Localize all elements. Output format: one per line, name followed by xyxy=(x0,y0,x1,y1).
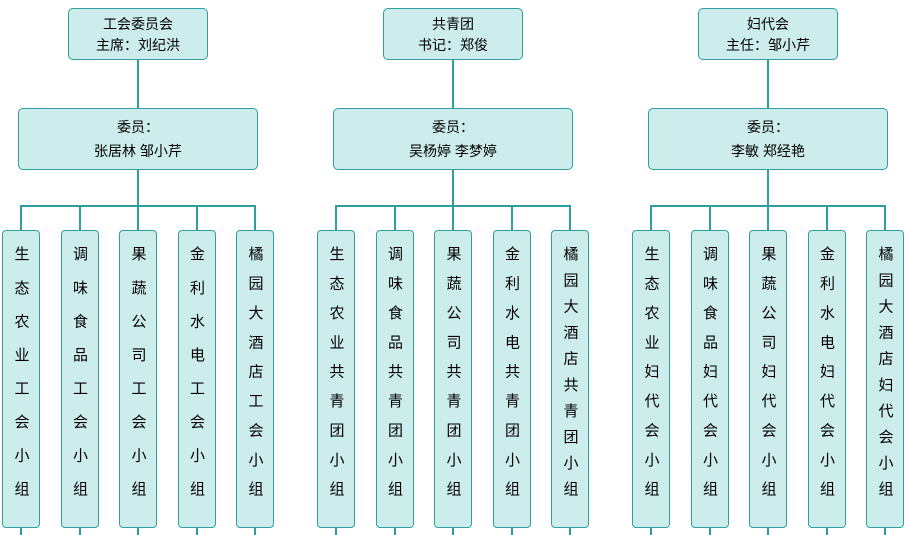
connector-stem xyxy=(452,170,454,205)
members-label: 委员： xyxy=(432,119,474,135)
youth-league-leader: 书记：郑俊 xyxy=(418,37,488,53)
union-committee-title: 工会委员会 xyxy=(103,16,173,32)
connector-stem xyxy=(137,60,139,108)
connector-stem xyxy=(767,60,769,108)
subgroup-label: 果蔬公司工会小组 xyxy=(129,246,147,504)
connector-drop xyxy=(767,205,769,230)
connector-stem xyxy=(137,170,139,205)
subgroup-label: 生态农业妇代会小组 xyxy=(642,246,660,504)
connector-stem xyxy=(767,170,769,205)
womens-subgroup-box: 生态农业妇代会小组 xyxy=(632,230,670,528)
connector-stub xyxy=(394,528,396,535)
connector-drop xyxy=(826,205,828,230)
womens-subgroup-box: 调味食品妇代会小组 xyxy=(690,230,729,528)
connector-bus xyxy=(651,205,886,207)
connector-drop xyxy=(884,205,886,230)
connector-stub xyxy=(884,528,886,535)
womens-congress-root-box: 妇代会 主任：邹小芹 xyxy=(698,8,838,60)
union-committee-leader: 主席：刘纪洪 xyxy=(96,37,180,53)
union-committee-members-box: 委员： 张居林 邹小芹 xyxy=(18,108,258,170)
members-names: 吴杨婷 李梦婷 xyxy=(409,143,497,159)
womens-subgroup-box: 金利水电妇代会小组 xyxy=(807,230,846,528)
connector-drop xyxy=(335,205,337,230)
connector-stem xyxy=(452,60,454,108)
connector-bus xyxy=(21,205,256,207)
subgroup-label: 生态农业共青团小组 xyxy=(327,246,345,504)
youth-subgroup-box: 金利水电共青团小组 xyxy=(492,230,531,528)
union-subgroup-box: 金利水电工会小组 xyxy=(177,230,216,528)
subgroup-label: 果蔬公司共青团小组 xyxy=(444,246,462,504)
connector-stub xyxy=(767,528,769,535)
connector-drop xyxy=(20,205,22,230)
subgroup-label: 金利水电妇代会小组 xyxy=(818,246,835,504)
union-subgroup-box: 果蔬公司工会小组 xyxy=(119,230,157,528)
union-subgroup-box: 橘园大酒店工会小组 xyxy=(236,230,274,528)
connector-drop xyxy=(452,205,454,230)
connector-stub xyxy=(335,528,337,535)
connector-stub xyxy=(452,528,454,535)
union-subgroup-box: 调味食品工会小组 xyxy=(60,230,99,528)
connector-drop xyxy=(650,205,652,230)
members-label: 委员： xyxy=(747,119,789,135)
youth-league-title: 共青团 xyxy=(432,16,474,32)
subgroup-label: 调味食品妇代会小组 xyxy=(701,246,718,504)
subgroup-label: 金利水电工会小组 xyxy=(188,246,205,504)
subgroup-label: 生态农业工会小组 xyxy=(12,246,30,504)
connector-drop xyxy=(394,205,396,230)
group-youth-league: 共青团 书记：郑俊 委员： 吴杨婷 李梦婷 生态农业共青团小组 调味食品共青团小… xyxy=(317,0,589,535)
subgroup-label: 橘园大酒店妇代会小组 xyxy=(876,246,894,504)
subgroup-label: 金利水电共青团小组 xyxy=(503,246,520,504)
members-label: 委员： xyxy=(117,119,159,135)
connector-stub xyxy=(79,528,81,535)
connector-drop xyxy=(196,205,198,230)
youth-league-members-box: 委员： 吴杨婷 李梦婷 xyxy=(333,108,573,170)
connector-drop xyxy=(709,205,711,230)
subgroup-label: 果蔬公司妇代会小组 xyxy=(759,246,777,504)
youth-subgroup-box: 橘园大酒店共青团小组 xyxy=(551,230,589,528)
subgroup-label: 橘园大酒店工会小组 xyxy=(246,246,264,504)
connector-bus xyxy=(336,205,571,207)
womens-congress-title: 妇代会 xyxy=(747,16,789,32)
womens-congress-leader: 主任：邹小芹 xyxy=(726,37,810,53)
subgroup-label: 橘园大酒店共青团小组 xyxy=(561,246,579,504)
connector-stub xyxy=(254,528,256,535)
subgroup-label: 调味食品共青团小组 xyxy=(386,246,403,504)
youth-league-root-box: 共青团 书记：郑俊 xyxy=(383,8,523,60)
subgroup-label: 调味食品工会小组 xyxy=(71,246,88,504)
group-union-committee: 工会委员会 主席：刘纪洪 委员： 张居林 邹小芹 生态农业工会小组 调味食品工会… xyxy=(2,0,274,535)
union-subgroup-box: 生态农业工会小组 xyxy=(2,230,40,528)
union-committee-root-box: 工会委员会 主席：刘纪洪 xyxy=(68,8,208,60)
group-womens-congress: 妇代会 主任：邹小芹 委员： 李敏 郑经艳 生态农业妇代会小组 调味食品妇代会小… xyxy=(632,0,904,535)
connector-drop xyxy=(511,205,513,230)
connector-stub xyxy=(20,528,22,535)
connector-stub xyxy=(650,528,652,535)
connector-stub xyxy=(137,528,139,535)
connector-drop xyxy=(254,205,256,230)
connector-drop xyxy=(137,205,139,230)
youth-subgroup-box: 调味食品共青团小组 xyxy=(375,230,414,528)
connector-drop xyxy=(569,205,571,230)
members-names: 李敏 郑经艳 xyxy=(731,143,805,159)
connector-stub xyxy=(196,528,198,535)
connector-stub xyxy=(511,528,513,535)
womens-subgroup-box: 果蔬公司妇代会小组 xyxy=(749,230,787,528)
youth-subgroup-box: 果蔬公司共青团小组 xyxy=(434,230,472,528)
connector-stub xyxy=(826,528,828,535)
connector-stub xyxy=(709,528,711,535)
womens-congress-members-box: 委员： 李敏 郑经艳 xyxy=(648,108,888,170)
connector-stub xyxy=(569,528,571,535)
womens-subgroup-box: 橘园大酒店妇代会小组 xyxy=(866,230,904,528)
youth-subgroup-box: 生态农业共青团小组 xyxy=(317,230,355,528)
members-names: 张居林 邹小芹 xyxy=(94,143,182,159)
connector-drop xyxy=(79,205,81,230)
